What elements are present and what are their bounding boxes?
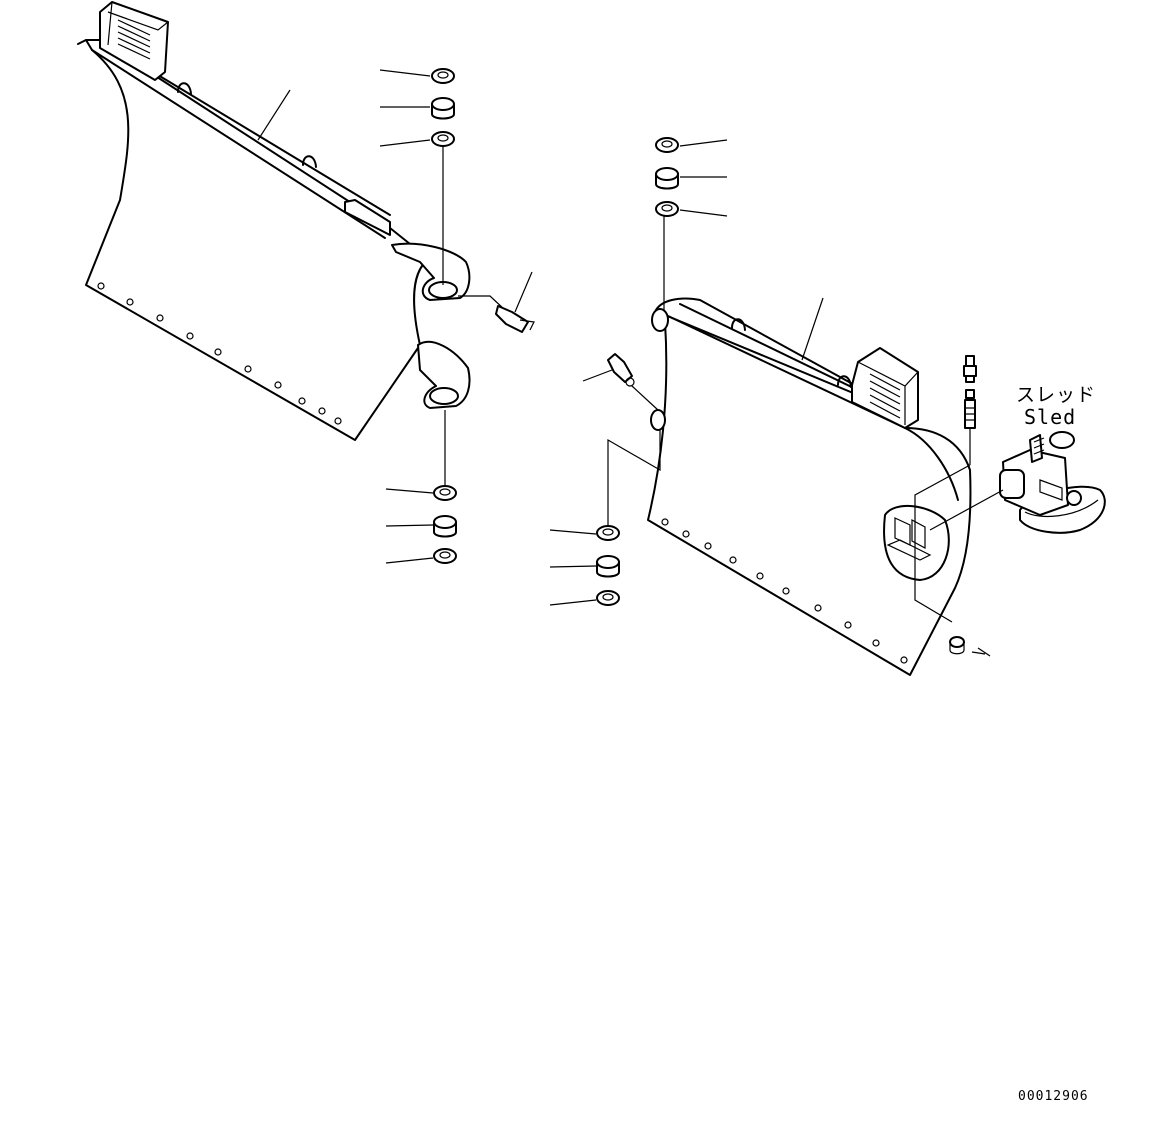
bushing-icon [596,525,620,606]
blade-right-icon [647,297,972,676]
bushing-icon [655,137,679,217]
grease-fitting-icon [458,295,535,333]
blade-left-icon [77,1,471,441]
sled-label-japanese: スレッド [1016,384,1097,406]
bushing-icon [433,485,457,564]
drawing-number: 00012906 [1018,1089,1089,1104]
sled-label-english: Sled [1024,405,1077,429]
bushing-icon [431,68,455,147]
grease-fitting-icon [607,353,659,411]
leader-line [257,89,291,141]
sled-icon [914,355,1106,657]
